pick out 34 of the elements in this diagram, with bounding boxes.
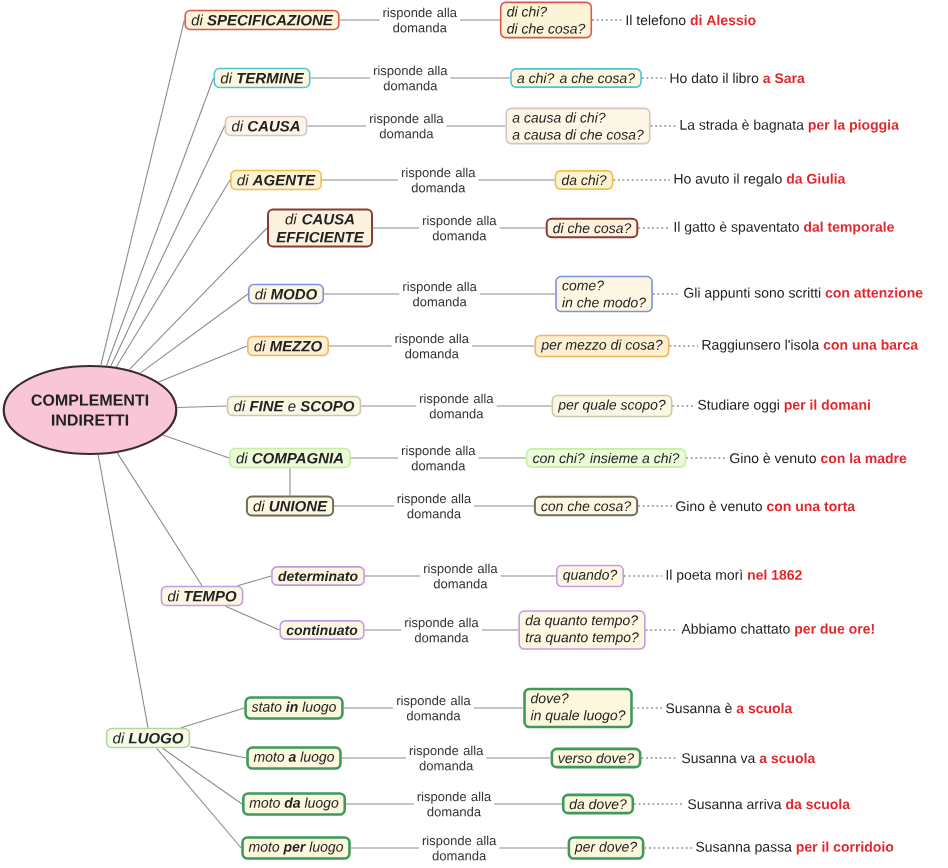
connector-line	[116, 452, 203, 587]
connector-line	[156, 747, 242, 849]
dotted-leader	[671, 405, 695, 407]
connector-line	[97, 454, 149, 729]
dotted-leader	[644, 629, 679, 631]
connector-line	[110, 125, 226, 367]
connector-line	[176, 405, 228, 408]
connector-line	[189, 746, 247, 759]
connector-line	[158, 345, 248, 383]
connector-line	[100, 19, 185, 366]
dotted-leader	[649, 125, 677, 127]
connector-line	[115, 179, 231, 368]
dotted-leader	[668, 345, 699, 347]
dotted-leader	[641, 77, 667, 79]
connector-line	[224, 605, 280, 631]
dotted-leader	[633, 803, 685, 805]
dotted-leader	[652, 293, 681, 295]
dotted-leader	[685, 457, 727, 459]
connector-line	[128, 227, 268, 371]
dotted-leader	[643, 847, 693, 849]
connector-line	[237, 575, 272, 587]
dotted-leader	[623, 575, 663, 577]
connector-line	[105, 77, 215, 367]
connector-line	[139, 293, 249, 374]
dotted-leader	[612, 179, 671, 181]
dotted-leader	[632, 707, 663, 709]
connector-line	[162, 747, 243, 805]
connector-line	[162, 434, 230, 459]
dotted-leader	[637, 505, 673, 507]
dotted-leader	[591, 19, 623, 21]
connector-line	[289, 467, 291, 497]
connector-line	[180, 707, 245, 729]
dotted-leader	[640, 757, 679, 759]
dotted-leader	[637, 227, 671, 229]
